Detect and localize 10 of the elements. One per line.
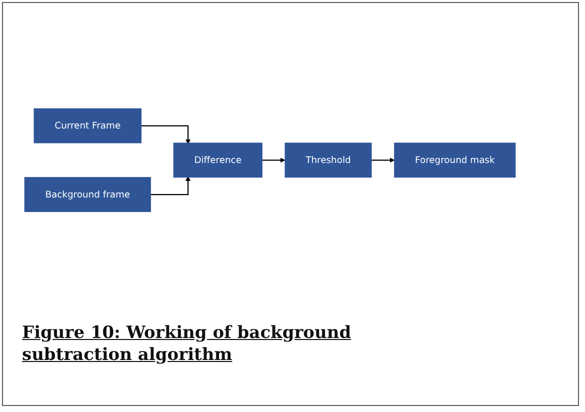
arrow [150,176,191,195]
node-box: Threshold [284,142,372,178]
arrow [141,125,191,144]
node-box: Difference [173,142,262,178]
figure-caption: Figure 10: Working of background subtraction algorithm [22,322,352,366]
arrow [371,157,395,163]
node-box: Background frame [24,176,151,212]
node-box: Current Frame [34,108,142,144]
arrow [262,157,286,163]
node-box: Foreground mask [394,142,516,178]
